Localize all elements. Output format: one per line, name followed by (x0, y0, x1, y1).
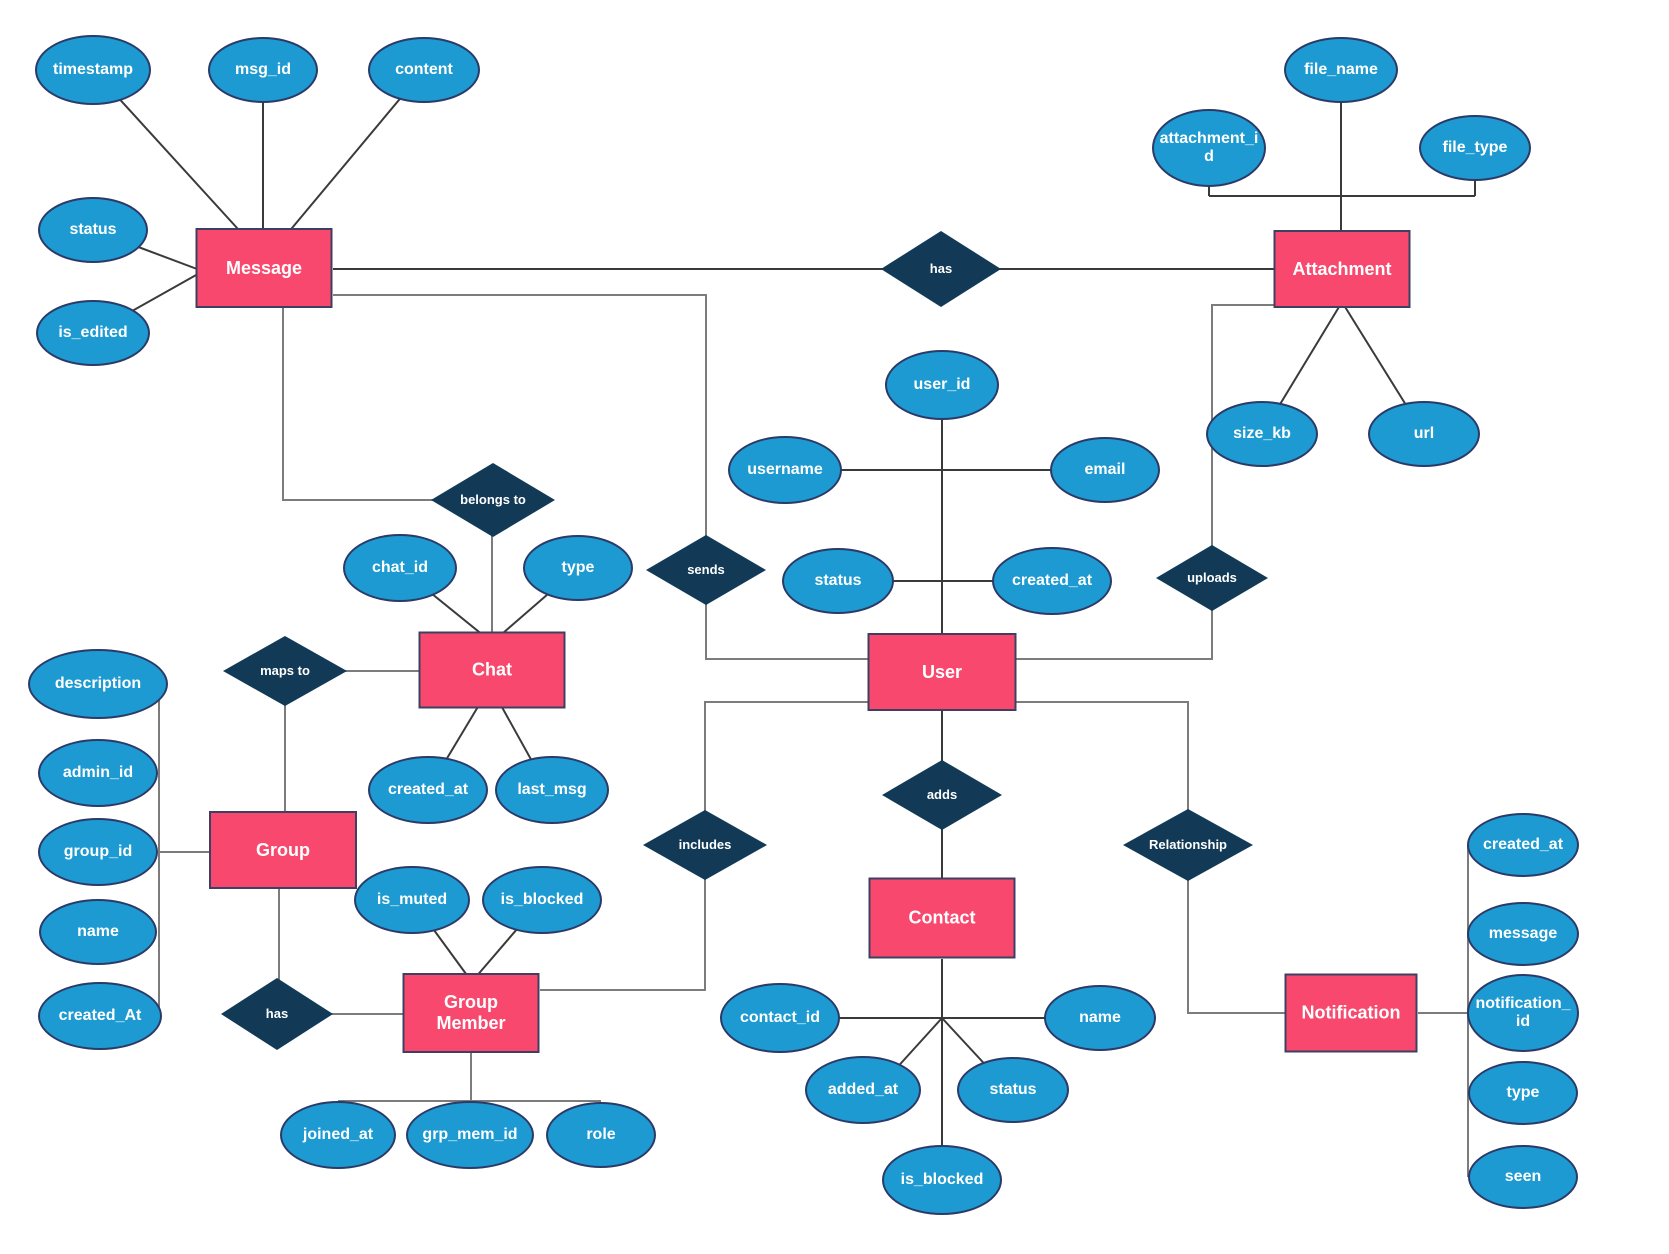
relationship-connectors (158, 294, 1469, 1177)
attribute-connectors (92, 69, 1476, 1150)
attribute-size-kb[interactable]: size_kb (1206, 401, 1318, 467)
attribute-user-status[interactable]: status (782, 548, 894, 614)
entity-group[interactable]: Group (209, 811, 357, 889)
attribute-group-created-at[interactable]: created_At (38, 982, 162, 1050)
attribute-role[interactable]: role (546, 1102, 656, 1168)
attribute-message-status[interactable]: status (38, 197, 148, 263)
entity-attachment[interactable]: Attachment (1273, 230, 1411, 308)
attribute-chat-type[interactable]: type (523, 535, 633, 601)
attribute-last-msg[interactable]: last_msg (495, 756, 609, 824)
attribute-group-id[interactable]: group_id (38, 818, 158, 886)
entity-message[interactable]: Message (195, 228, 333, 308)
attribute-file-type[interactable]: file_type (1419, 115, 1531, 181)
entity-user[interactable]: User (867, 633, 1017, 711)
attribute-admin-id[interactable]: admin_id (38, 739, 158, 807)
attribute-msg-id[interactable]: msg_id (208, 37, 318, 103)
attribute-is-edited[interactable]: is_edited (36, 300, 150, 366)
attribute-file-name[interactable]: file_name (1284, 37, 1398, 103)
attribute-notification-id[interactable]: notification_id (1467, 974, 1579, 1052)
attribute-contact-id[interactable]: contact_id (720, 983, 840, 1053)
attribute-notification-type[interactable]: type (1468, 1061, 1578, 1125)
attribute-chat-id[interactable]: chat_id (343, 534, 457, 602)
entity-contact[interactable]: Contact (868, 877, 1016, 959)
attribute-seen[interactable]: seen (1468, 1145, 1578, 1209)
attribute-user-id[interactable]: user_id (885, 350, 999, 420)
attribute-added-at[interactable]: added_at (805, 1056, 921, 1124)
attribute-chat-created-at[interactable]: created_at (368, 756, 488, 824)
attribute-timestamp[interactable]: timestamp (35, 35, 151, 105)
attribute-contact-status[interactable]: status (957, 1057, 1069, 1123)
entity-chat[interactable]: Chat (418, 631, 566, 709)
attribute-group-name[interactable]: name (39, 899, 157, 965)
attribute-username[interactable]: username (728, 436, 842, 504)
entity-group-member[interactable]: Group Member (402, 973, 540, 1053)
attribute-contact-is-blocked[interactable]: is_blocked (882, 1145, 1002, 1215)
attribute-attachment-id[interactable]: attachment_id (1152, 109, 1266, 187)
entity-notification[interactable]: Notification (1284, 973, 1418, 1053)
attribute-member-is-blocked[interactable]: is_blocked (482, 866, 602, 934)
attribute-grp-mem-id[interactable]: grp_mem_id (406, 1101, 534, 1169)
attribute-description[interactable]: description (28, 649, 168, 719)
attribute-content[interactable]: content (368, 37, 480, 103)
attribute-notification-message[interactable]: message (1467, 902, 1579, 966)
attribute-contact-name[interactable]: name (1044, 985, 1156, 1051)
attribute-url[interactable]: url (1368, 401, 1480, 467)
attribute-user-created-at[interactable]: created_at (992, 547, 1112, 615)
attribute-email[interactable]: email (1050, 437, 1160, 503)
attribute-notification-created-at[interactable]: created_at (1467, 813, 1579, 877)
attribute-is-muted[interactable]: is_muted (354, 866, 470, 934)
attribute-joined-at[interactable]: joined_at (280, 1101, 396, 1169)
